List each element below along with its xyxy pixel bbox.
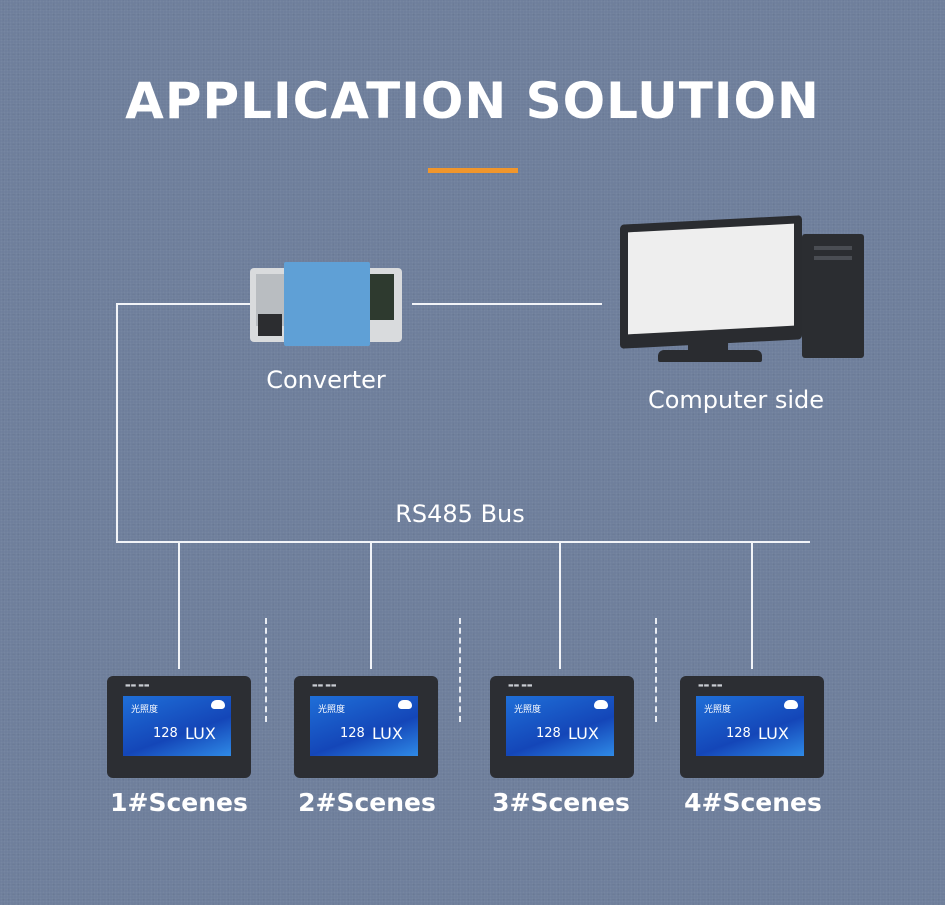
bus-vertical-line [116, 303, 118, 543]
monitor-screen [628, 223, 794, 335]
sensor-panel-4: ▬▬ ▬▬ 光照度 128 LUX [680, 676, 824, 778]
panel-logo: ▬▬ ▬▬ [508, 682, 533, 689]
title-accent-bar [428, 168, 518, 173]
sensor-panel-2: ▬▬ ▬▬ 光照度 128 LUX [294, 676, 438, 778]
panel-reading-unit: LUX [372, 724, 403, 743]
panel-logo: ▬▬ ▬▬ [312, 682, 337, 689]
panel-reading-name: 光照度 [318, 705, 346, 715]
drop-line-2 [370, 541, 372, 669]
cloud-sun-icon [211, 700, 225, 709]
drive-slot [814, 256, 852, 260]
panel-reading-unit: LUX [568, 724, 599, 743]
bus-horizontal-line [116, 541, 810, 543]
rs485-bus-label: RS485 Bus [395, 500, 525, 528]
converter-device-icon [250, 258, 402, 350]
separator-dashes-1 [265, 618, 267, 722]
cloud-sun-icon [784, 700, 798, 709]
panel-reading-value: 128 [340, 726, 365, 741]
cloud-sun-icon [594, 700, 608, 709]
panel-reading-name: 光照度 [514, 705, 542, 715]
scene-label-2: 2#Scenes [298, 788, 436, 817]
converter-label: Converter [266, 366, 386, 394]
panel-screen: 光照度 128 LUX [696, 696, 804, 756]
monitor-base [658, 350, 762, 362]
drive-slot [814, 246, 852, 250]
scene-label-1: 1#Scenes [110, 788, 248, 817]
sensor-panel-3: ▬▬ ▬▬ 光照度 128 LUX [490, 676, 634, 778]
converter-label-plate [284, 262, 370, 346]
panel-screen: 光照度 128 LUX [123, 696, 231, 756]
cloud-sun-icon [398, 700, 412, 709]
panel-reading-name: 光照度 [704, 705, 732, 715]
panel-logo: ▬▬ ▬▬ [125, 682, 150, 689]
panel-reading-value: 128 [153, 726, 178, 741]
separator-dashes-2 [459, 618, 461, 722]
monitor-icon [620, 215, 802, 349]
scene-label-4: 4#Scenes [684, 788, 822, 817]
panel-screen: 光照度 128 LUX [310, 696, 418, 756]
panel-reading-name: 光照度 [131, 705, 159, 715]
page-title: APPLICATION SOLUTION [125, 72, 820, 130]
panel-logo: ▬▬ ▬▬ [698, 682, 723, 689]
computer-tower-icon [802, 234, 864, 358]
sensor-panel-1: ▬▬ ▬▬ 光照度 128 LUX [107, 676, 251, 778]
panel-reading-value: 128 [536, 726, 561, 741]
converter-port-icon [258, 314, 282, 336]
computer-side-label: Computer side [647, 386, 825, 414]
drop-line-1 [178, 541, 180, 669]
panel-reading-unit: LUX [185, 724, 216, 743]
drop-line-4 [751, 541, 753, 669]
panel-reading-value: 128 [726, 726, 751, 741]
scene-label-3: 3#Scenes [492, 788, 630, 817]
separator-dashes-3 [655, 618, 657, 722]
panel-screen: 光照度 128 LUX [506, 696, 614, 756]
drop-line-3 [559, 541, 561, 669]
converter-terminal-block [370, 274, 394, 320]
panel-reading-unit: LUX [758, 724, 789, 743]
converter-to-computer-line [412, 303, 602, 305]
converter-left-line [116, 303, 250, 305]
